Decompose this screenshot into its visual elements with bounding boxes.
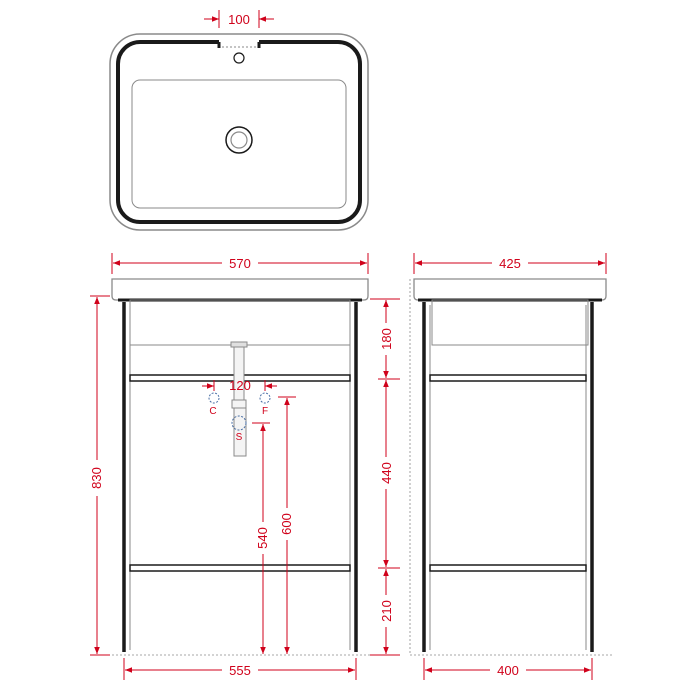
supply-height-label: 600	[279, 513, 294, 535]
dimension-side-depth-bottom: 400	[423, 658, 593, 680]
cold-label: C	[209, 406, 216, 417]
cold-connection-icon	[208, 392, 220, 404]
top-view: 100	[109, 10, 369, 231]
front-basin-slab	[111, 278, 369, 301]
side-rail-lower	[429, 564, 587, 572]
tap-hole	[233, 52, 245, 64]
basin-outer-rim	[109, 33, 369, 231]
dimension-section-heights: 180 440 210	[370, 298, 400, 656]
hot-label: F	[262, 406, 268, 417]
dimension-front-width-top: 570	[111, 253, 369, 274]
side-basin-bowl	[431, 299, 589, 346]
front-basin-bowl	[129, 299, 351, 346]
dimension-connection-spacing: 120	[202, 378, 277, 393]
waste-connection-icon	[231, 415, 247, 431]
section-middle-label: 440	[379, 462, 394, 484]
tap-deck-notch	[219, 38, 259, 48]
dimension-side-depth-top: 425	[413, 253, 607, 274]
connection-spacing-label: 120	[229, 378, 251, 393]
dimension-waste-height: 540	[252, 422, 271, 654]
section-lower-label: 210	[379, 600, 394, 622]
dimension-front-width-bottom: 555	[123, 658, 357, 680]
front-height-total-label: 830	[89, 467, 104, 489]
side-view: 425 400	[409, 253, 612, 680]
dimension-tap-spacing: 100	[204, 10, 274, 28]
side-rail-upper	[429, 374, 587, 382]
waste-trap	[230, 341, 248, 457]
dimension-supply-height: 600	[278, 396, 296, 654]
side-depth-top-label: 425	[499, 256, 521, 271]
dimension-front-height-total: 830	[89, 295, 110, 656]
basin-bowl	[131, 79, 347, 209]
waste-height-label: 540	[255, 527, 270, 549]
side-depth-bottom-label: 400	[497, 663, 519, 678]
drain-inner	[230, 131, 248, 149]
front-width-bottom-label: 555	[229, 663, 251, 678]
front-view: C F S 120 570 555	[89, 253, 400, 680]
front-width-top-label: 570	[229, 256, 251, 271]
front-rail-lower	[129, 564, 351, 572]
tap-spacing-label: 100	[228, 12, 250, 27]
hot-connection-icon	[259, 392, 271, 404]
waste-label: S	[236, 432, 243, 443]
side-basin-slab	[413, 278, 607, 301]
drain-outer	[225, 126, 253, 154]
section-upper-label: 180	[379, 328, 394, 350]
